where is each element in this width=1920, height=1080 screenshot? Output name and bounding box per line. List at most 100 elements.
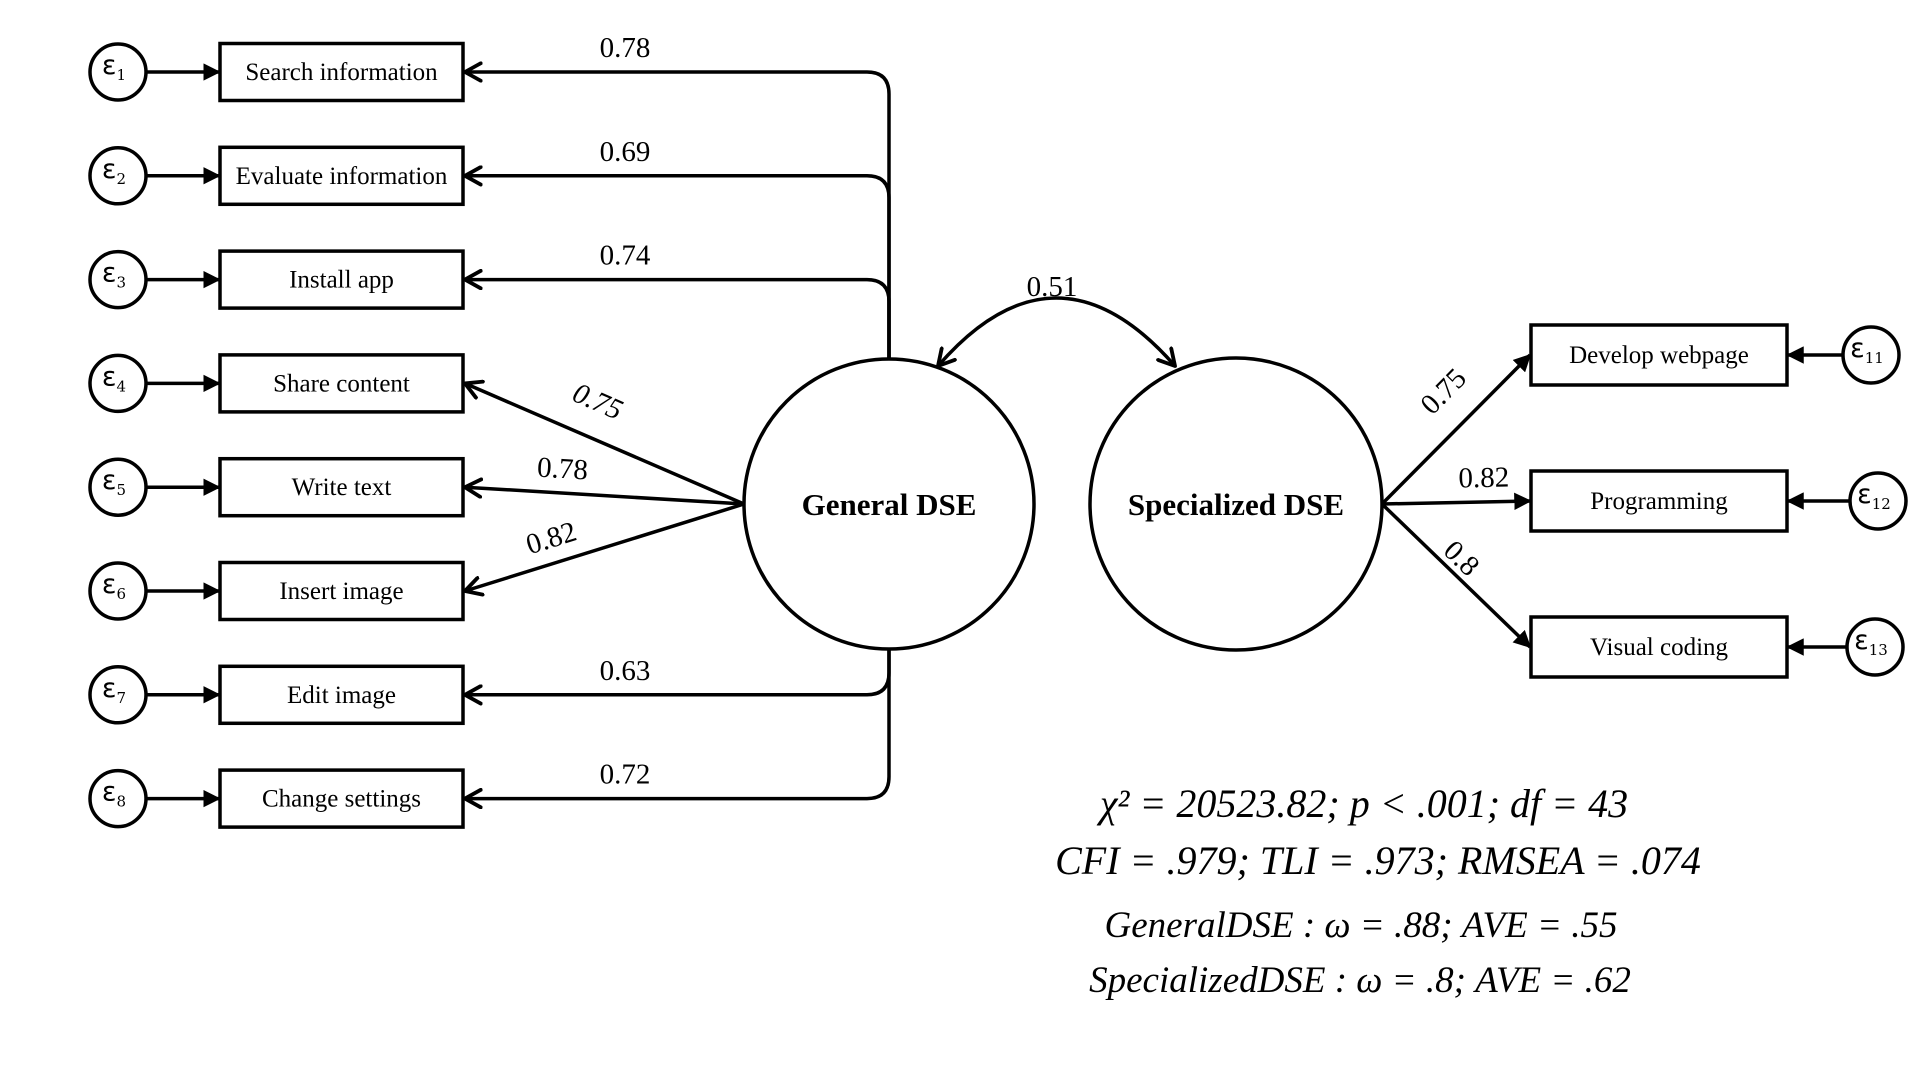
indicator-box	[218, 145, 465, 207]
epsilon-symbol: ε13	[1854, 625, 1888, 659]
loading-path-install-app	[465, 280, 891, 359]
epsilon-symbol: ε5	[102, 465, 126, 499]
indicator-programming[interactable]: Programming	[1529, 469, 1789, 533]
epsilon-symbol: ε11	[1850, 333, 1884, 367]
error-term-4[interactable]: ε4	[88, 353, 148, 414]
indicator-label: Evaluate information	[236, 163, 448, 190]
loading-label-develop-webpage: 0.75	[1414, 362, 1472, 421]
loading-label-install-app: 0.74	[600, 240, 651, 272]
indicator-label: Programming	[1590, 488, 1728, 515]
error-term-11[interactable]: ε11	[1841, 325, 1901, 385]
latent-general-circle	[742, 357, 1036, 651]
error-circle	[88, 665, 148, 725]
latent-general-dse[interactable]: General DSE	[742, 357, 1036, 651]
indicator-label: Share content	[273, 370, 410, 397]
fit-statistics: χ² = 20523.82; p < .001; df = 43 CFI = .…	[1055, 781, 1701, 1001]
indicator-box	[218, 560, 465, 622]
error-term-6[interactable]: ε6	[88, 561, 148, 621]
error-circle	[88, 561, 148, 621]
error-circle	[88, 768, 148, 829]
error-term-8[interactable]: ε8	[88, 768, 148, 829]
fit-chi-square-line: χ² = 20523.82; p < .001; df = 43	[1096, 781, 1628, 826]
epsilon-symbol: ε12	[1857, 479, 1891, 513]
loading-path-visual-coding	[1380, 502, 1532, 649]
indicator-write-text[interactable]: Write text	[218, 456, 465, 518]
error-circle	[1841, 325, 1901, 385]
latent-specialized-circle	[1088, 356, 1384, 652]
indicator-insert-image[interactable]: Insert image	[218, 560, 465, 622]
indicator-search-information[interactable]: Search information	[218, 41, 465, 103]
indicator-edit-image[interactable]: Edit image	[218, 664, 465, 726]
epsilon-symbol: ε8	[102, 777, 126, 811]
indicator-visual-coding[interactable]: Visual coding	[1529, 615, 1789, 679]
loading-label-edit-image: 0.63	[600, 655, 651, 687]
error-term-2[interactable]: ε2	[88, 146, 148, 206]
loading-label-evaluate-information: 0.69	[600, 136, 651, 168]
epsilon-symbol: ε2	[102, 154, 126, 188]
loading-path-change-settings	[465, 649, 891, 799]
error-term-7[interactable]: ε7	[88, 665, 148, 725]
factor-correlation-arc	[938, 296, 1175, 366]
latent-specialized-dse[interactable]: Specialized DSE	[1088, 356, 1384, 652]
fit-indices-line: CFI = .979; TLI = .973; RMSEA = .074	[1055, 838, 1701, 883]
indicator-install-app[interactable]: Install app	[218, 249, 465, 310]
epsilon-symbol: ε4	[102, 361, 126, 395]
indicator-box	[218, 249, 465, 310]
indicator-label: Write text	[292, 474, 392, 501]
error-term-13[interactable]: ε13	[1845, 617, 1905, 677]
indicator-box	[218, 456, 465, 518]
indicator-box	[218, 768, 465, 829]
error-circle	[88, 249, 148, 310]
loading-label-visual-coding: 0.8	[1437, 534, 1485, 582]
indicator-box	[1529, 323, 1789, 387]
error-term-5[interactable]: ε5	[88, 457, 148, 517]
error-circle	[1848, 471, 1908, 531]
indicator-label: Install app	[289, 267, 394, 294]
factor-correlation-label: 0.51	[1027, 271, 1078, 303]
indicator-develop-webpage[interactable]: Develop webpage	[1529, 323, 1789, 387]
error-circle	[1845, 617, 1905, 677]
error-term-3[interactable]: ε3	[88, 249, 148, 310]
loading-path-evaluate-information	[465, 176, 891, 359]
error-circle	[88, 42, 148, 102]
indicator-label: Visual coding	[1590, 634, 1729, 661]
indicator-box	[1529, 615, 1789, 679]
indicator-label: Edit image	[287, 682, 396, 709]
indicator-label: Change settings	[262, 786, 421, 813]
indicator-box	[218, 41, 465, 103]
epsilon-symbol: ε6	[102, 569, 126, 603]
loading-label-write-text: 0.78	[536, 452, 589, 487]
indicator-label: Insert image	[279, 578, 403, 605]
indicator-label: Develop webpage	[1569, 342, 1749, 369]
indicator-change-settings[interactable]: Change settings	[218, 768, 465, 829]
loading-label-change-settings: 0.72	[600, 759, 651, 791]
nodes-layer: ε1 Search information ε2 Evaluate informati…	[88, 41, 1908, 829]
epsilon-symbol: ε7	[102, 673, 126, 707]
error-circle	[88, 457, 148, 517]
indicator-box	[218, 353, 465, 414]
error-term-1[interactable]: ε1	[88, 42, 148, 102]
error-circle	[88, 353, 148, 414]
latent-general-label: General DSE	[802, 487, 977, 522]
loading-path-search-information	[465, 72, 891, 359]
indicator-box	[218, 664, 465, 726]
indicator-evaluate-information[interactable]: Evaluate information	[218, 145, 465, 207]
fit-general-reliability-line: GeneralDSE : ω = .88; AVE = .55	[1105, 905, 1618, 946]
loading-label-search-information: 0.78	[600, 32, 651, 64]
loading-path-insert-image	[465, 502, 745, 591]
edges-layer	[146, 72, 1850, 799]
loading-label-programming: 0.82	[1458, 461, 1509, 494]
indicator-label: Search information	[245, 59, 438, 86]
loading-path-write-text	[465, 487, 745, 506]
loading-label-share-content: 0.75	[568, 377, 627, 427]
loading-path-edit-image	[465, 649, 891, 695]
epsilon-symbol: ε3	[102, 258, 126, 292]
loading-path-develop-webpage	[1380, 353, 1532, 506]
labels-layer: 0.780.690.740.750.780.820.630.720.750.82…	[522, 32, 1509, 791]
error-term-12[interactable]: ε12	[1848, 471, 1908, 531]
loading-path-programming	[1381, 492, 1532, 511]
loading-path-share-content	[465, 383, 745, 506]
indicator-share-content[interactable]: Share content	[218, 353, 465, 414]
epsilon-symbol: ε1	[102, 50, 126, 84]
